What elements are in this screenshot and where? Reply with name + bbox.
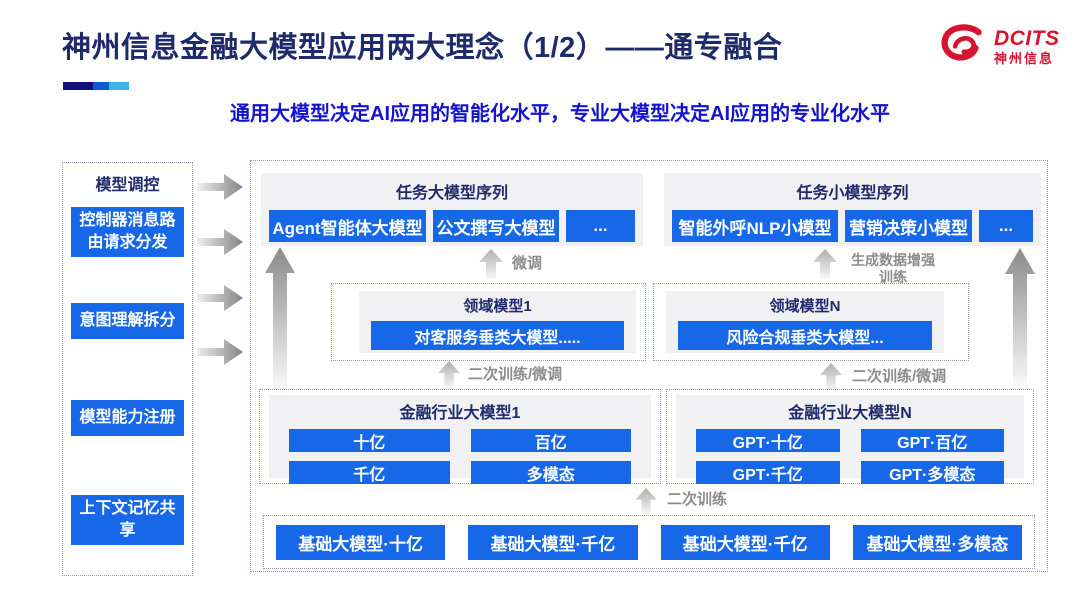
arrow-up-icon (479, 249, 503, 279)
retrain-ft-left-label: 二次训练/微调 (468, 366, 563, 383)
task-small-model-panel: 任务小模型序列 智能外呼NLP小模型 营销决策小模型 ... (664, 173, 1041, 246)
sidebar-item-intent: 意图理解拆分 (71, 303, 184, 339)
base-model-box-multimodal: 基础大模型·多模态 (852, 524, 1022, 560)
model-box-ellipsis: ... (979, 210, 1033, 242)
scale-box-gpt-billion: GPT·十亿 (696, 429, 840, 452)
retrain-ft-right-label: 二次训练/微调 (852, 368, 947, 385)
retrain-label: 二次训练 (667, 491, 728, 508)
logo-swoosh-icon (938, 22, 988, 71)
base-model-panel: 基础大模型·十亿 基础大模型·千亿 基础大模型·千亿 基础大模型·多模态 (263, 515, 1035, 569)
model-box-ellipsis: ... (566, 210, 635, 242)
scale-box-hundred-billion: 千亿 (289, 461, 450, 484)
scale-box-gpt-multimodal: GPT·多模态 (860, 461, 1004, 484)
sidebar-item-register: 模型能力注册 (71, 400, 184, 436)
slide-subtitle: 通用大模型决定AI应用的智能化水平，专业大模型决定AI应用的专业化水平 (230, 103, 890, 125)
scale-box-multimodal: 多模态 (470, 461, 631, 484)
arrow-right-icon (197, 339, 243, 365)
title-accent-bar (63, 82, 129, 90)
task-large-model-panel: 任务大模型序列 Agent智能体大模型 公文撰写大模型 ... (261, 173, 643, 246)
logo-company-text: 神州信息 (994, 51, 1055, 66)
industry-model-n-panel: 金融行业大模型N GPT·十亿 GPT·百亿 GPT·千亿 GPT·多模态 (666, 389, 1034, 484)
industry-model-n-title: 金融行业大模型N (788, 405, 912, 422)
domain-model-1-panel: 领域模型1 对客服务垂类大模型..... (331, 283, 646, 361)
task-large-panel-title: 任务大模型序列 (395, 185, 508, 202)
scale-box-ten-billion: 百亿 (470, 429, 631, 452)
scale-box-billion: 十亿 (289, 429, 450, 452)
fine-tune-label: 微调 (512, 255, 543, 272)
logo-brand-text: DCITS (994, 27, 1060, 50)
arrow-up-icon (635, 488, 657, 515)
task-small-panel-title: 任务小模型序列 (796, 185, 909, 202)
model-architecture-diagram: 任务大模型序列 Agent智能体大模型 公文撰写大模型 ... 任务小模型序列 … (250, 160, 1048, 572)
base-model-box-hundred-billion-1: 基础大模型·千亿 (468, 524, 638, 560)
dcits-logo: DCITS 神州信息 (938, 22, 1060, 71)
model-box-customer-service: 对客服务垂类大模型..... (371, 321, 624, 350)
industry-model-1-panel: 金融行业大模型1 十亿 百亿 千亿 多模态 (259, 389, 661, 484)
base-model-box-billion: 基础大模型·十亿 (276, 524, 446, 560)
model-box-risk-compliance: 风险合规垂类大模型... (678, 321, 932, 350)
arrow-up-icon (437, 361, 461, 389)
model-box-nlp-call: 智能外呼NLP小模型 (672, 210, 838, 242)
arrow-up-icon (819, 363, 843, 391)
arrow-right-icon (197, 174, 243, 200)
scale-box-gpt-hundred-billion: GPT·千亿 (696, 461, 840, 484)
model-box-agent: Agent智能体大模型 (269, 210, 426, 242)
domain-model-n-panel: 领域模型N 风险合规垂类大模型... (653, 283, 969, 361)
base-model-box-hundred-billion-2: 基础大模型·千亿 (660, 524, 830, 560)
page-title: 神州信息金融大模型应用两大理念（1/2）——通专融合 (62, 32, 783, 64)
domain-model-1-title: 领域模型1 (463, 298, 532, 315)
model-box-doc-writing: 公文撰写大模型 (433, 210, 559, 242)
sidebar-item-context: 上下文记忆共享 (71, 495, 184, 545)
arrow-up-icon (813, 249, 837, 279)
gen-data-training-label: 生成数据增强训练 (851, 252, 935, 285)
model-box-marketing: 营销决策小模型 (845, 210, 972, 242)
sidebar-item-router: 控制器消息路由请求分发 (71, 207, 184, 257)
arrow-right-icon (197, 229, 243, 255)
sidebar-title: 模型调控 (95, 177, 160, 194)
domain-model-n-title: 领域模型N (769, 298, 841, 315)
scale-box-gpt-ten-billion: GPT·百亿 (860, 429, 1004, 452)
model-control-sidebar: 模型调控 控制器消息路由请求分发 意图理解拆分 模型能力注册 上下文记忆共享 (62, 162, 193, 576)
tall-arrow-up-icon (1005, 248, 1035, 389)
tall-arrow-up-icon (265, 247, 295, 393)
industry-model-1-title: 金融行业大模型1 (399, 405, 521, 422)
arrow-right-icon (197, 285, 243, 311)
